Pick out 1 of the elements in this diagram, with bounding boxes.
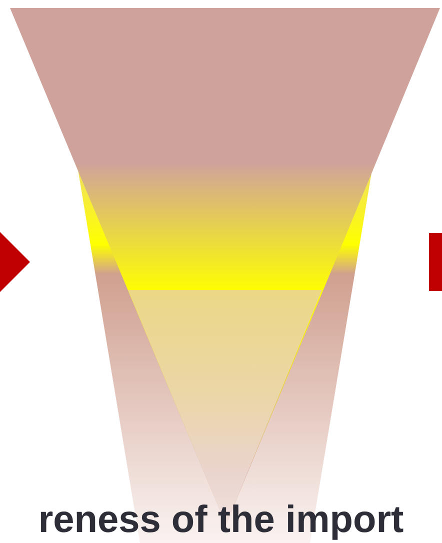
heading-text: reness of the import — [37, 498, 405, 542]
